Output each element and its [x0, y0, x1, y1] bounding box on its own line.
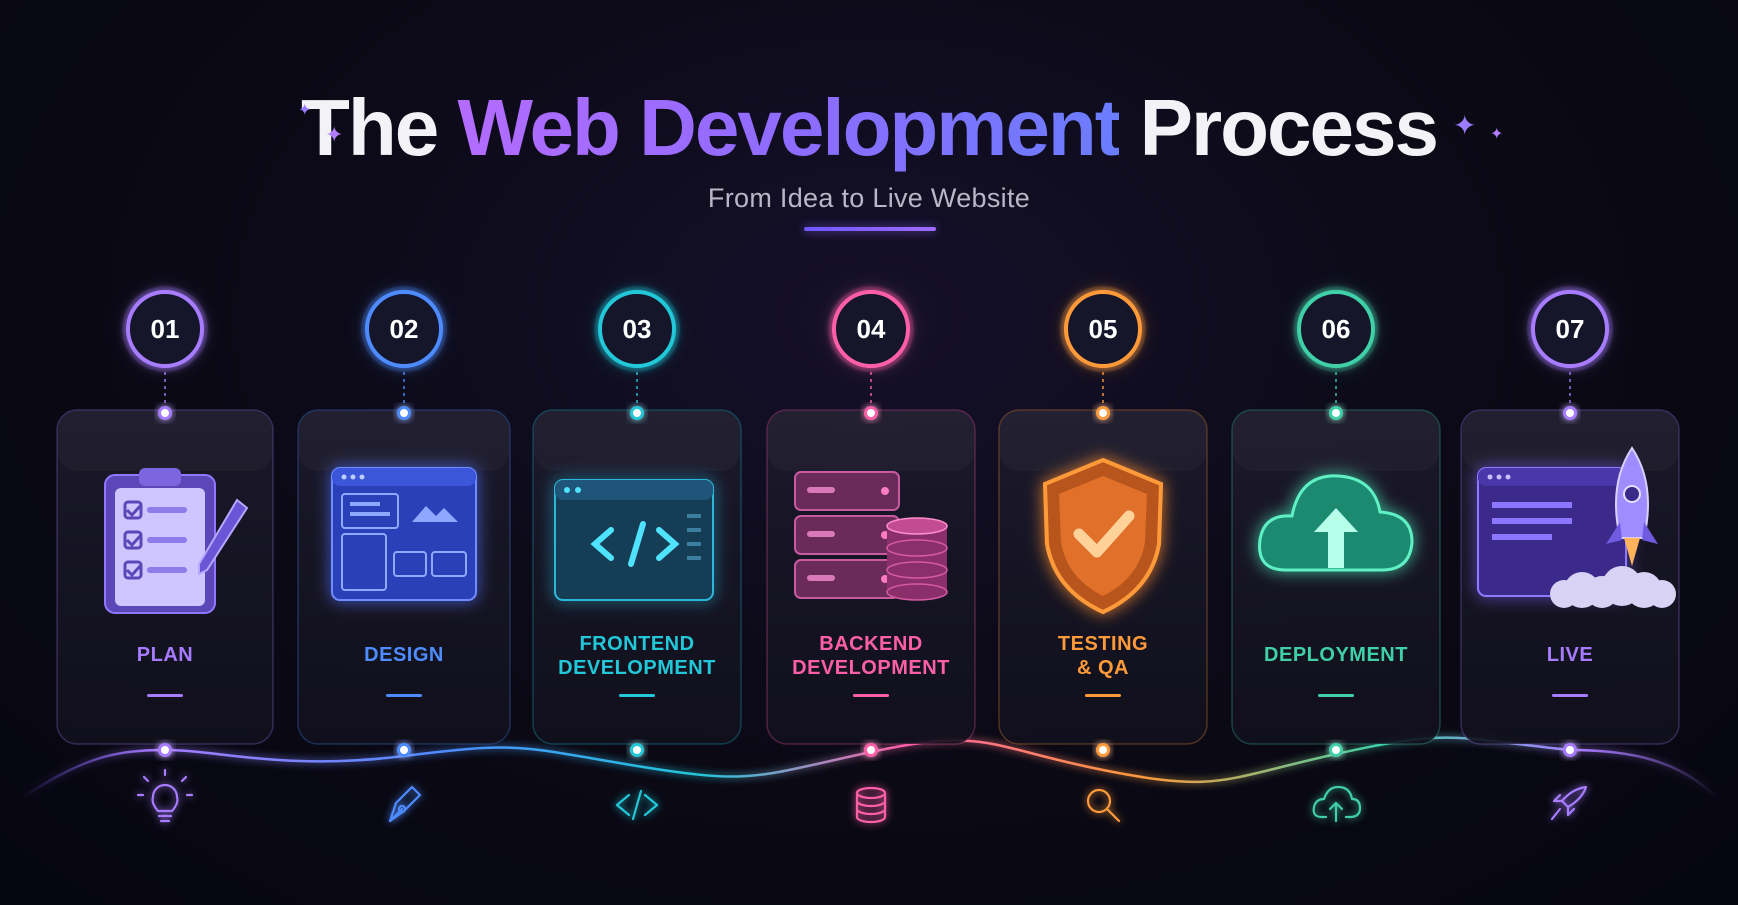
magnifier-icon	[1086, 788, 1121, 823]
wave-dot	[158, 743, 172, 757]
label-underline	[147, 694, 183, 697]
shield-check-illustration	[1042, 457, 1164, 615]
step-label-line-2: DEVELOPMENT	[558, 657, 716, 679]
subtitle-underline	[804, 227, 936, 231]
rocket-icon	[1550, 785, 1588, 821]
wireframe-window-illustration	[331, 467, 477, 601]
step-number: 05	[1088, 314, 1118, 344]
step-number-circle	[126, 290, 204, 368]
step-number: 06	[1321, 314, 1351, 344]
step-number-circle	[1064, 290, 1142, 368]
label-underline	[386, 694, 422, 697]
lightbulb-icon	[136, 768, 194, 823]
cloud-upload-icon	[1312, 785, 1362, 823]
wave-dot	[397, 743, 411, 757]
wave-dot	[864, 743, 878, 757]
step-01	[56, 286, 274, 823]
step-number: 04	[856, 314, 886, 344]
step-number-circle	[832, 290, 910, 368]
label-underline	[1318, 694, 1354, 697]
label-underline	[1085, 694, 1121, 697]
sparkle-icon: ✦	[325, 122, 344, 147]
step-06	[1231, 286, 1441, 823]
step-label-line-1: LIVE	[1546, 644, 1594, 666]
step-number-circle	[1531, 290, 1609, 368]
card-top-dot	[1096, 406, 1110, 420]
step-label: PLAN	[60, 643, 270, 667]
step-label-line-1: BACKEND	[819, 633, 923, 655]
wave-dot	[1329, 743, 1343, 757]
code-window-illustration	[554, 479, 714, 601]
page-subtitle: From Idea to Live Website	[707, 183, 1031, 213]
card-top-dot	[1563, 406, 1577, 420]
card-top-dot	[630, 406, 644, 420]
step-cards	[56, 286, 1680, 824]
server-database-illustration	[794, 471, 948, 601]
step-number: 01	[150, 314, 180, 344]
step-number: 03	[622, 314, 652, 344]
sparkle-icon: ✦	[1453, 110, 1477, 141]
step-label-line-1: DEPLOYMENT	[1264, 644, 1408, 666]
step-03	[532, 286, 742, 821]
wave-dot	[1096, 743, 1110, 757]
step-label: TESTING& QA	[998, 632, 1208, 680]
step-label: LIVE	[1465, 643, 1675, 667]
step-label-line-2: DEVELOPMENT	[792, 657, 950, 679]
wave-dot	[1563, 743, 1577, 757]
step-label-line-1: TESTING	[1057, 633, 1149, 655]
step-label-line-1: FRONTEND	[579, 633, 695, 655]
title-part-1: The	[300, 83, 458, 172]
step-number-circle	[598, 290, 676, 368]
step-02	[297, 286, 511, 823]
wave-dot	[630, 743, 644, 757]
code-icon	[615, 789, 659, 821]
card-top-dot	[1329, 406, 1343, 420]
title-highlight: Web Development	[457, 83, 1121, 172]
pen-nib-icon	[388, 785, 422, 823]
step-07	[1460, 286, 1680, 821]
cloud-upload-illustration	[1258, 474, 1414, 572]
step-05	[998, 286, 1208, 823]
step-number: 02	[389, 314, 419, 344]
step-number: 07	[1555, 314, 1585, 344]
clipboard-checklist-illustration	[104, 468, 249, 614]
step-04	[766, 286, 976, 824]
label-underline	[1552, 694, 1588, 697]
rocket-launch-window-illustration	[1477, 446, 1676, 608]
page-title: The Web Development Process	[0, 80, 1738, 176]
step-number-circle	[365, 290, 443, 368]
sparkle-icon: ✦	[1490, 126, 1504, 143]
card-top-dot	[158, 406, 172, 420]
card-top-dot	[397, 406, 411, 420]
sparkle-icon: ✦	[298, 102, 312, 119]
step-label-line-2: & QA	[1077, 657, 1129, 679]
card-top-dot	[864, 406, 878, 420]
step-label-line-1: PLAN	[136, 644, 194, 666]
title-part-2: Process	[1119, 83, 1439, 172]
database-icon	[855, 786, 887, 824]
step-label-line-1: DESIGN	[364, 644, 444, 666]
label-underline	[853, 694, 889, 697]
step-number-circle	[1297, 290, 1375, 368]
step-label: DESIGN	[299, 643, 509, 667]
label-underline	[619, 694, 655, 697]
step-label: DEPLOYMENT	[1231, 643, 1441, 667]
